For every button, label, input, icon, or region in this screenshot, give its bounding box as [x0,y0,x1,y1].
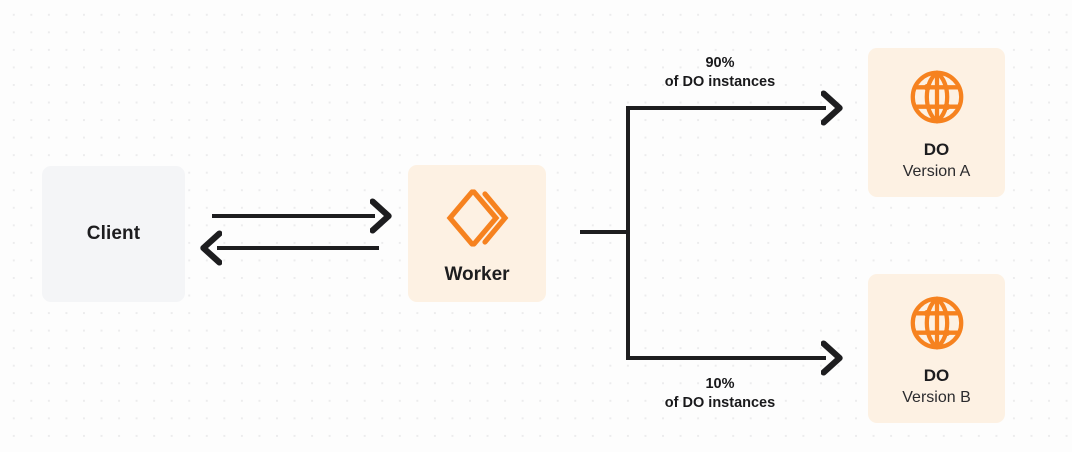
do-a-sublabel: Version A [902,163,971,180]
globe-icon [906,66,968,128]
do-b-label: DO [923,366,950,385]
node-client: Client [42,166,185,302]
edge-label-do-b-percent: 10% [705,376,735,392]
edge-label-do-a-percent: 90% [705,55,735,71]
node-do-version-a: DO Version A [868,48,1005,197]
node-do-version-b: DO Version B [868,274,1005,423]
globe-icon [906,292,968,354]
worker-label: Worker [444,264,510,285]
edge-label-do-b-caption: of DO instances [664,395,776,412]
client-label: Client [86,223,141,244]
edge-label-do-a-caption: of DO instances [664,74,776,91]
edge-label-do-a: 90% of DO instances [612,54,828,93]
node-worker: Worker [408,165,546,302]
edge-label-do-b: 10% of DO instances [612,375,828,414]
do-b-sublabel: Version B [902,389,971,406]
do-a-label: DO [923,140,950,159]
cloudflare-workers-icon [445,186,509,250]
